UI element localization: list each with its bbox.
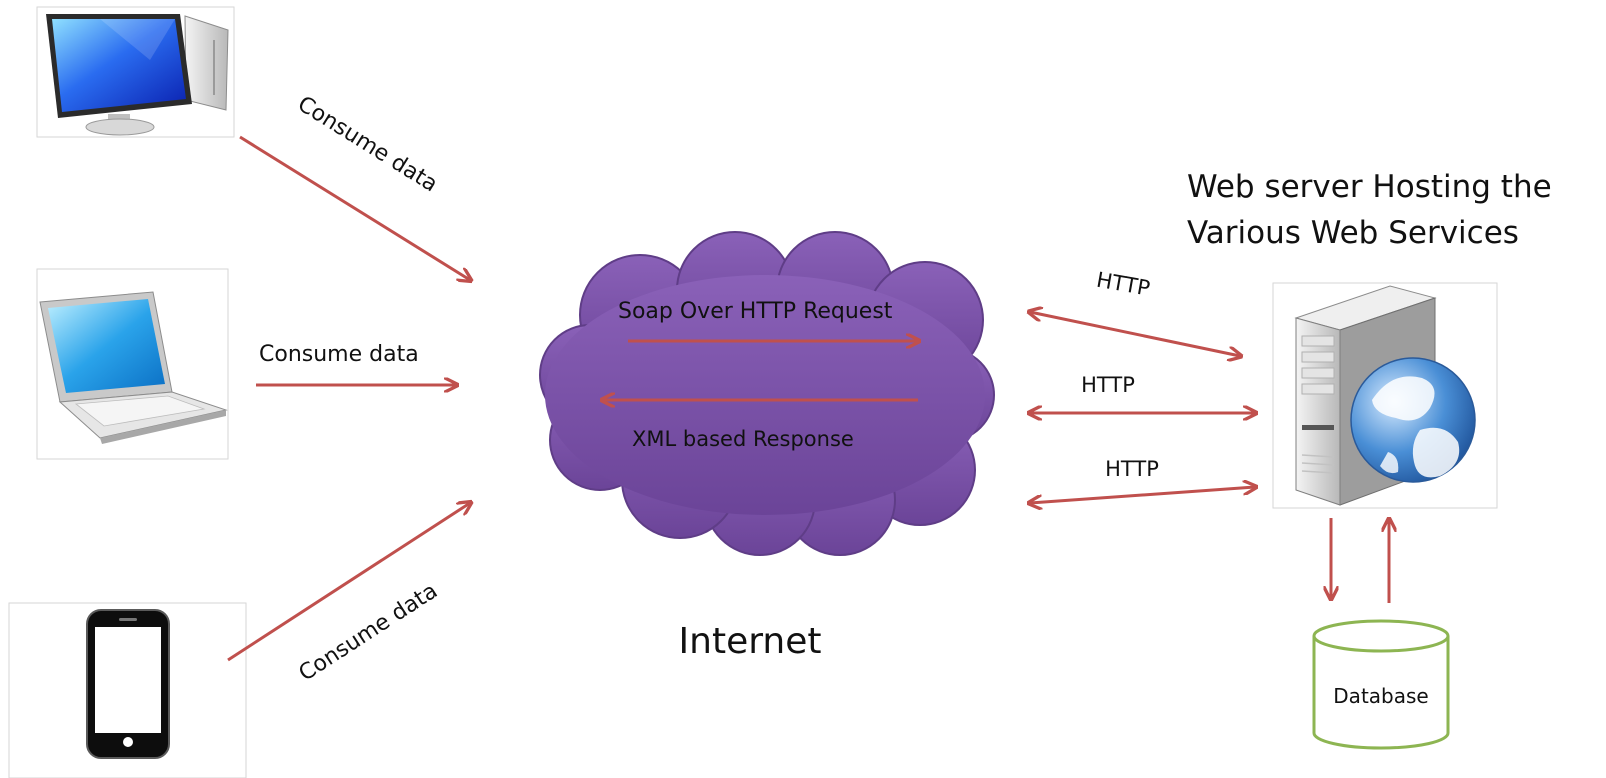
xml-response-label: XML based Response xyxy=(632,427,854,451)
arrow-desktop-to-internet xyxy=(239,135,470,280)
globe-icon xyxy=(1350,357,1476,483)
http-arrow-3 xyxy=(1030,487,1255,503)
desktop-computer-icon xyxy=(36,6,235,138)
laptop-icon xyxy=(36,268,229,460)
internet-label: Internet xyxy=(679,621,822,662)
database-icon xyxy=(1312,619,1450,750)
http-label-3: HTTP xyxy=(1105,457,1159,481)
server-title-line1: Web server Hosting the xyxy=(1187,169,1552,205)
http-arrow-1 xyxy=(1030,312,1240,356)
http-arrows xyxy=(1030,312,1255,503)
smartphone-icon xyxy=(8,602,247,778)
consume-data-label-phone: Consume data xyxy=(295,579,443,687)
soap-request-label: Soap Over HTTP Request xyxy=(618,299,893,324)
cloud-icon xyxy=(539,231,995,556)
database-label: Database xyxy=(1333,684,1428,708)
arrow-phone-to-internet xyxy=(227,503,470,662)
consume-data-label-desktop: Consume data xyxy=(293,92,442,198)
http-label-2: HTTP xyxy=(1081,373,1135,397)
http-label-1: HTTP xyxy=(1095,268,1152,301)
consume-data-label-laptop: Consume data xyxy=(259,342,419,367)
server-title-line2: Various Web Services xyxy=(1187,215,1519,251)
left-arrows xyxy=(227,135,470,662)
